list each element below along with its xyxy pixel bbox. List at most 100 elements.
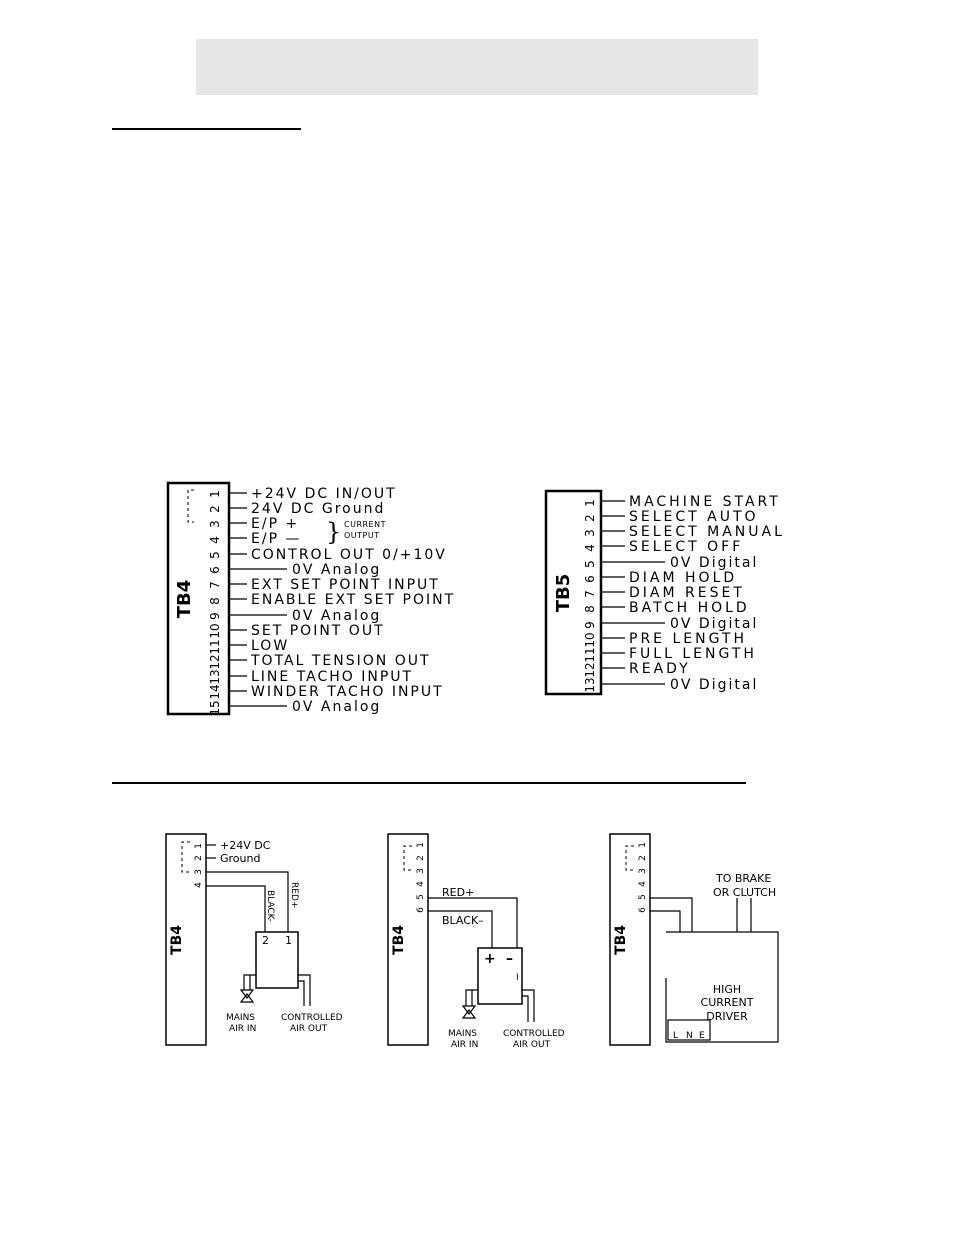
d1-filter-icon <box>239 989 255 999</box>
tb5-pin-2: 2 <box>583 514 597 522</box>
tb5-pin-10: 10 <box>583 632 597 647</box>
tb5-pin-12: 12 <box>583 662 597 677</box>
d2-red-label: RED+ <box>442 886 474 899</box>
tb4-group-brace: } <box>326 518 341 546</box>
d2-tb4-title: TB4 <box>391 925 407 955</box>
d3-pin-5: 5 <box>638 894 648 900</box>
d2-black-label: BLACK– <box>442 914 484 927</box>
tb5-label-5: 0V Digital <box>670 555 758 571</box>
d1-ctrl-label-2: AIR OUT <box>290 1024 328 1034</box>
tb4-pin-8: 8 <box>208 597 222 605</box>
tb4-label-1: +24V DC IN/OUT <box>251 486 397 502</box>
tb5-label-10: PRE LENGTH <box>629 631 747 647</box>
d3-pin-4: 4 <box>638 881 648 887</box>
d1-red-wire <box>206 871 289 932</box>
d1-pin-2: 2 <box>194 855 204 861</box>
d3-driver-label-1: HIGH <box>713 983 741 996</box>
tb4-pin-14: 14 <box>208 684 222 699</box>
tb4-terminal-block: TB4 1 2 3 4 5 6 7 8 9 10 11 12 13 14 15 <box>166 481 453 716</box>
d3-driver-box <box>665 931 779 1043</box>
tb4-pin-3: 3 <box>208 520 222 528</box>
section-rule-top <box>112 128 301 130</box>
d2-pin-4: 4 <box>416 881 426 887</box>
d1-terminal-1: 1 <box>285 934 292 947</box>
d1-ep-valve <box>255 931 299 989</box>
d2-pin-5: 5 <box>416 894 426 900</box>
tb5-pin-11: 11 <box>583 647 597 662</box>
d2-filter-icon <box>461 1005 477 1015</box>
d2-minus-terminal: – <box>506 951 513 967</box>
tb5-pin-8: 8 <box>583 605 597 613</box>
tb4-group-label-output: OUTPUT <box>344 531 380 540</box>
d2-black-wire <box>428 910 493 948</box>
d2-pin-1: 1 <box>416 842 426 848</box>
d2-pin-3: 3 <box>416 868 426 874</box>
d3-pin-2: 2 <box>638 855 648 861</box>
tb4-label-6: 0V Analog <box>292 562 381 578</box>
tb5-label-12: READY <box>629 661 691 677</box>
tb5-pin-5: 5 <box>583 560 597 568</box>
d2-bar-mark: I <box>516 973 519 983</box>
d2-red-wire <box>428 897 518 948</box>
d3-pin-1: 1 <box>638 842 648 848</box>
d1-ctrl-label-1: CONTROLLED <box>281 1013 343 1023</box>
tb4-pin-12: 12 <box>208 654 222 669</box>
d3-term-n: N <box>686 1031 693 1041</box>
tb4-label-15: 0V Analog <box>292 699 381 715</box>
d3-tb4-block <box>609 833 651 1046</box>
d3-pin-6: 6 <box>638 907 648 913</box>
wiring-diagram-3: TB4 1 2 3 4 5 6 TO BRAKE OR CLUTCH HIGH … <box>609 833 779 1046</box>
tb5-pin-13: 13 <box>583 677 597 692</box>
d2-mains-air-pipe <box>465 989 478 1006</box>
tb4-group-label-current: CURRENT <box>344 520 386 529</box>
d3-to-label-1: TO BRAKE <box>715 872 771 885</box>
tb4-label-14: WINDER TACHO INPUT <box>251 684 444 700</box>
tb4-label-12: TOTAL TENSION OUT <box>250 653 431 669</box>
d1-tb4-block <box>165 833 207 1046</box>
tb4-pin-4: 4 <box>208 536 222 544</box>
tb5-pin-1: 1 <box>583 499 597 507</box>
d1-pin1-label: +24V DC <box>220 839 271 852</box>
tb4-pin-9: 9 <box>208 612 222 620</box>
tb5-pin-7: 7 <box>583 590 597 598</box>
tb4-pin-15: 15 <box>208 700 222 715</box>
d2-controlled-air-pipe <box>522 989 535 1022</box>
header-bar <box>196 39 758 95</box>
wiring-diagram-2: TB4 1 2 3 4 5 6 RED+ BLACK– + – I MAINS … <box>387 833 565 1050</box>
tb5-label-2: SELECT AUTO <box>629 509 759 525</box>
tb4-label-5: CONTROL OUT 0/+10V <box>251 547 447 563</box>
tb5-title: TB5 <box>553 574 574 613</box>
d3-pin-3: 3 <box>638 868 648 874</box>
tb4-pin-numbers: 1 2 3 4 5 6 7 8 9 10 11 12 13 14 15 <box>208 490 222 715</box>
d3-link-bracket <box>625 845 634 871</box>
d1-pin-4: 4 <box>194 882 204 888</box>
tb4-label-4: E/P — <box>251 531 301 547</box>
d1-pin2-label: Ground <box>220 852 260 865</box>
d3-to-label-2: OR CLUTCH <box>713 886 776 899</box>
tb4-leader-lines <box>229 492 287 707</box>
tb5-pin-numbers: 1 2 3 4 5 6 7 8 9 10 11 12 13 <box>583 499 597 692</box>
d2-ctrl-label-2: AIR OUT <box>513 1040 551 1050</box>
d3-driver-label-2: CURRENT <box>701 996 754 1009</box>
tb5-label-7: DIAM RESET <box>629 585 745 601</box>
tb4-pin-1: 1 <box>208 490 222 498</box>
tb4-pin-11: 11 <box>208 639 222 654</box>
tb4-pin-2: 2 <box>208 505 222 513</box>
d3-term-e: E <box>699 1031 705 1041</box>
tb5-label-8: BATCH HOLD <box>629 600 750 616</box>
d1-terminal-2: 2 <box>262 934 269 947</box>
tb5-label-11: FULL LENGTH <box>629 646 757 662</box>
tb4-pin-10: 10 <box>208 623 222 638</box>
d2-ctrl-label-1: CONTROLLED <box>503 1029 565 1039</box>
d3-wire-pin5 <box>650 897 693 932</box>
d1-controlled-air-pipe <box>298 974 311 1006</box>
d2-pin-2: 2 <box>416 855 426 861</box>
tb5-terminal-block: TB5 1 2 3 4 5 6 7 8 9 10 11 12 13 <box>544 489 782 696</box>
d1-black-label: BLACK- <box>265 890 275 922</box>
tb5-pin-3: 3 <box>583 529 597 537</box>
d2-mains-label-1: MAINS <box>448 1029 477 1039</box>
d1-black-wire <box>206 885 266 932</box>
tb4-pin-7: 7 <box>208 581 222 589</box>
d2-plus-terminal: + <box>484 951 496 967</box>
